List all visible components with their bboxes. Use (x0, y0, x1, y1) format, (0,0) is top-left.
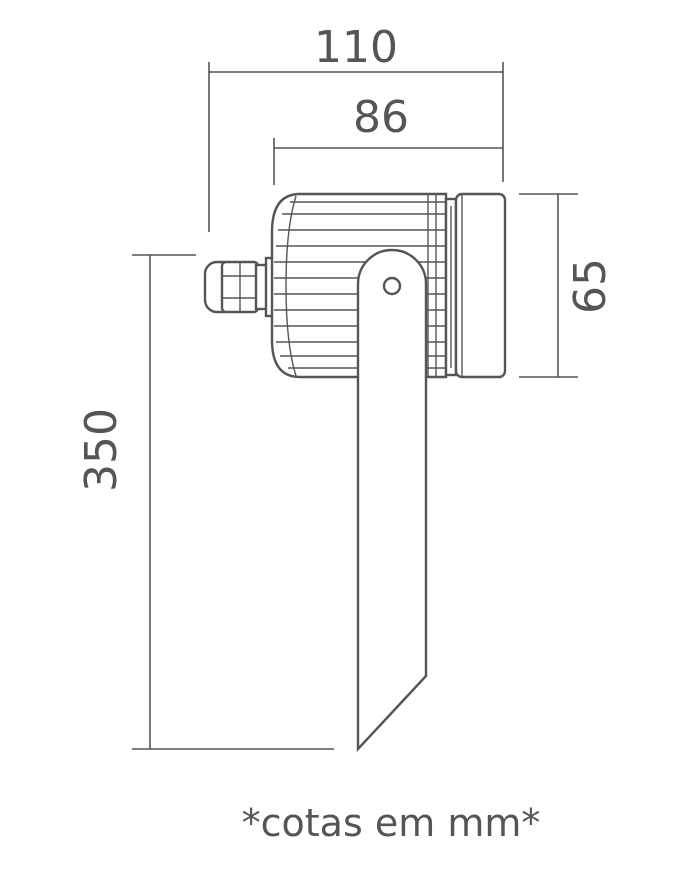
dimension-overall-height: 350 (76, 254, 334, 750)
dimension-head-height-label: 65 (565, 258, 616, 314)
cable-gland (203, 256, 277, 318)
dimension-body-width: 86 (273, 92, 503, 185)
dimension-overall-height-label: 350 (76, 408, 127, 492)
pivot-hole (382, 276, 402, 296)
units-note: *cotas em mm* (242, 801, 541, 845)
mounting-spike (356, 248, 428, 753)
dimension-overall-width: 110 (208, 22, 504, 232)
dimension-body-width-label: 86 (353, 92, 409, 143)
dimension-head-height: 65 (519, 193, 616, 378)
dimension-overall-width-label: 110 (314, 22, 398, 73)
front-ring (444, 192, 507, 379)
